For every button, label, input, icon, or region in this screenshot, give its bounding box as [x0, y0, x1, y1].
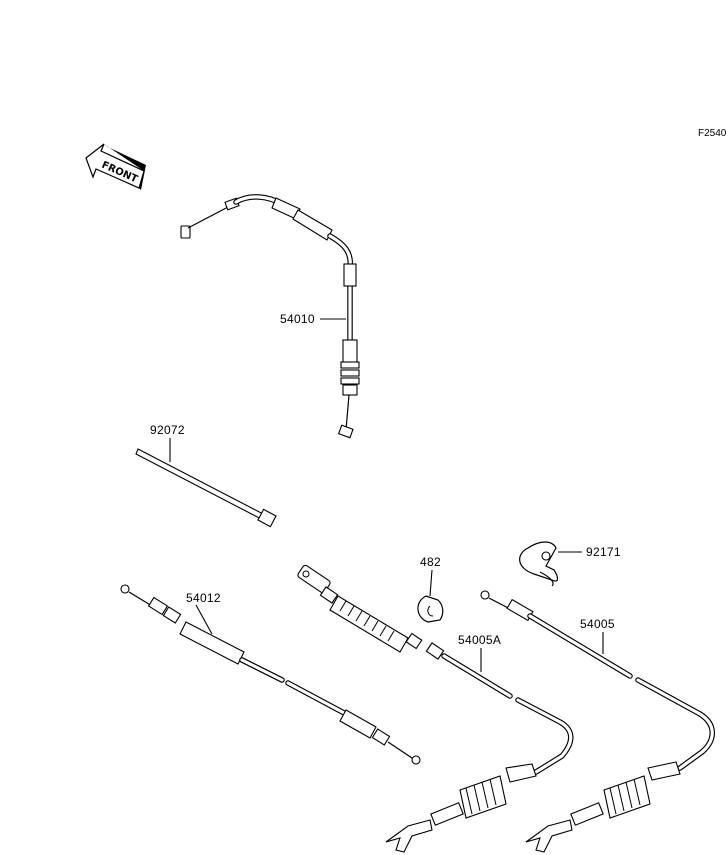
figure-code: F2540: [698, 128, 726, 139]
part-label-92171[interactable]: 92171: [586, 545, 621, 559]
cable-54005A[interactable]: [297, 564, 574, 853]
front-arrow-icon: FRONT: [85, 143, 146, 190]
part-label-92072[interactable]: 92072: [150, 423, 185, 437]
part-label-54012[interactable]: 54012: [186, 591, 221, 605]
clip-482[interactable]: [417, 595, 444, 623]
part-label-54010[interactable]: 54010: [280, 312, 315, 326]
cable-tie-92072[interactable]: [135, 448, 277, 528]
cable-54005[interactable]: [480, 590, 715, 853]
cable-54010[interactable]: [180, 194, 360, 439]
part-label-54005[interactable]: 54005: [580, 617, 615, 631]
part-label-482[interactable]: 482: [420, 555, 441, 569]
clamp-92171[interactable]: [519, 541, 559, 587]
part-label-54005A[interactable]: 54005A: [458, 633, 501, 647]
cable-54012[interactable]: [120, 584, 421, 765]
